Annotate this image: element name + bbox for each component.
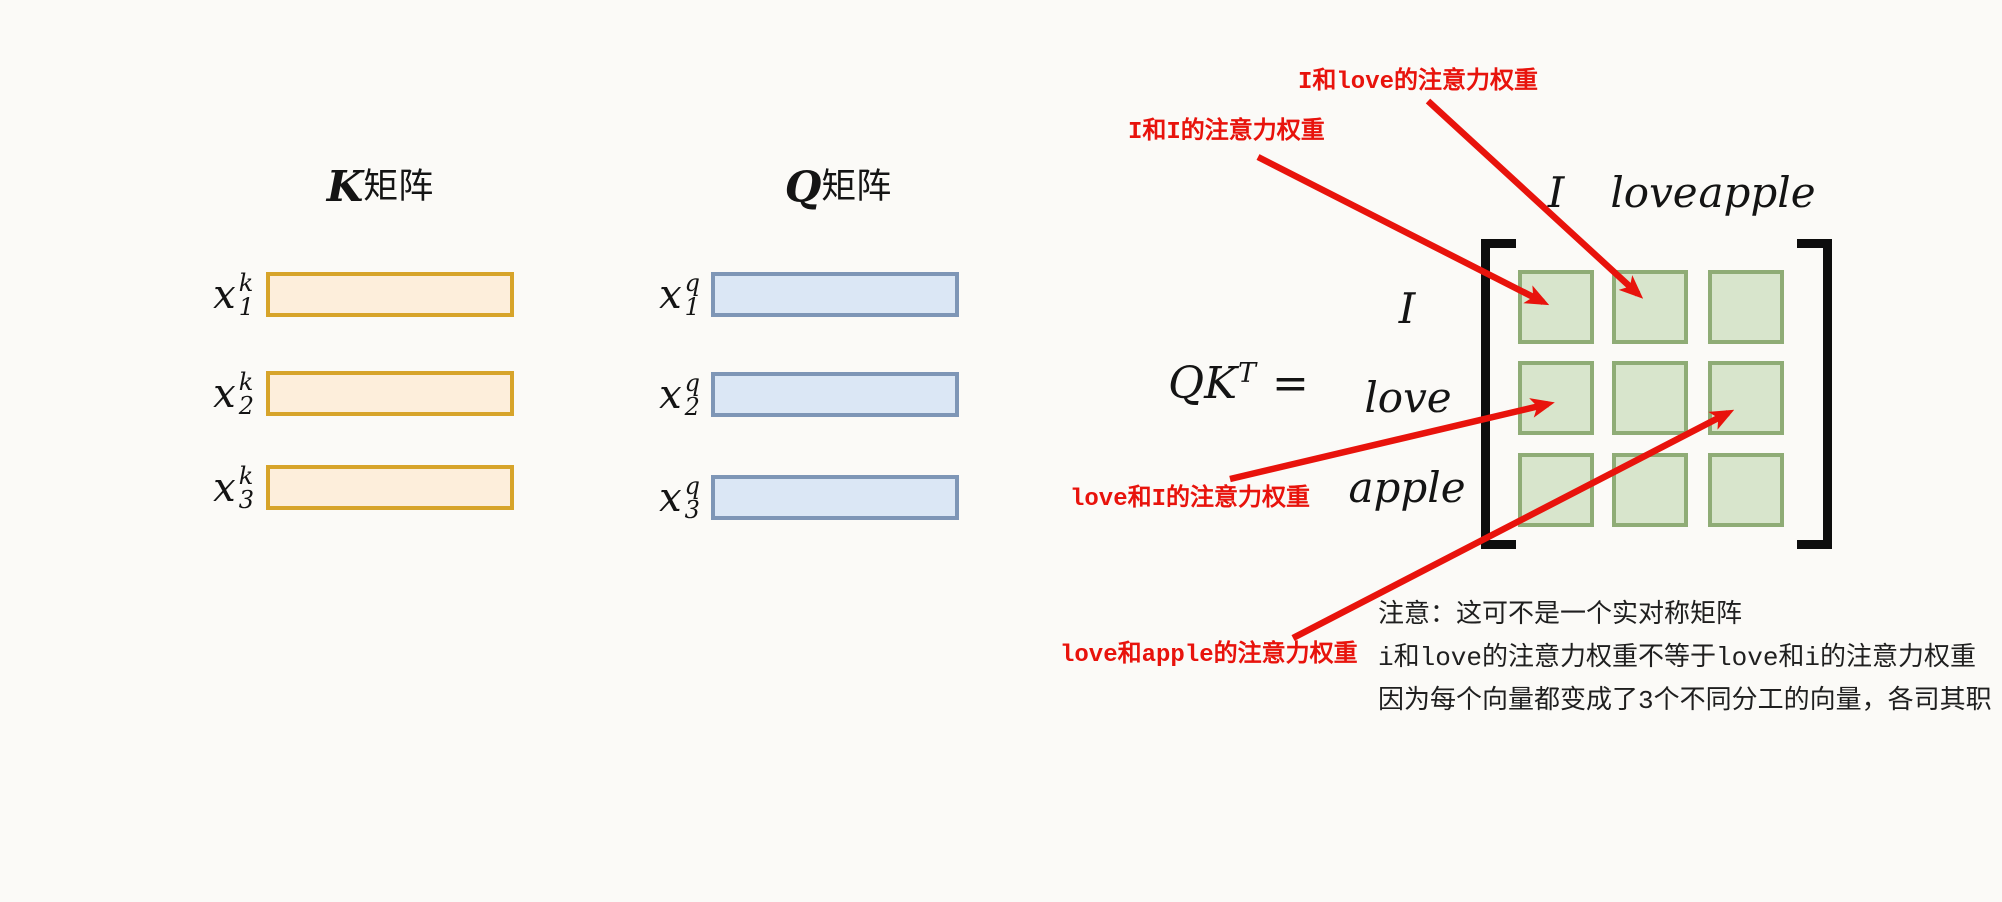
attention-cell-r1c2 xyxy=(1612,270,1688,344)
q-matrix-title: Q矩阵 xyxy=(785,166,892,208)
q-vector-bar-1 xyxy=(711,272,959,317)
note-line-1: 注意：这可不是一个实对称矩阵 xyxy=(1378,600,1743,630)
k-matrix-title: K矩阵 xyxy=(327,166,434,208)
annotation-i-i: I和I的注意力权重 xyxy=(1128,119,1325,146)
note-line-3: 因为每个向量都变成了3个不同分工的向量，各司其职 xyxy=(1378,686,1992,716)
qkt-equation: QKT= xyxy=(1168,358,1309,409)
q-vector-bar-3 xyxy=(711,475,959,520)
annotation-love-i: love和I的注意力权重 xyxy=(1070,486,1311,513)
k-vector-bar-1 xyxy=(266,272,514,317)
k-vector-bar-3 xyxy=(266,465,514,510)
arrow-i-love xyxy=(1425,98,1644,299)
column-header-apple: apple xyxy=(1698,168,1816,217)
attention-cell-r3c3 xyxy=(1708,453,1784,527)
left-bracket xyxy=(1481,239,1516,549)
column-header-I: I xyxy=(1547,168,1565,217)
column-header-love: love xyxy=(1610,168,1698,217)
k-vector-bar-2 xyxy=(266,371,514,416)
notes-block: 注意：这可不是一个实对称矩阵 i和love的注意力权重不等于love和i的注意力… xyxy=(1378,594,1992,723)
note-line-2: i和love的注意力权重不等于love和i的注意力权重 xyxy=(1378,643,1977,673)
k-title-cjk: 矩阵 xyxy=(363,167,434,206)
annotation-i-love: I和love的注意力权重 xyxy=(1298,69,1539,96)
q-vector-bar-2 xyxy=(711,372,959,417)
attention-cell-r1c3 xyxy=(1708,270,1784,344)
right-bracket xyxy=(1797,239,1832,549)
attention-cell-r2c3 xyxy=(1708,361,1784,435)
q-symbol: Q xyxy=(784,162,822,211)
q-title-cjk: 矩阵 xyxy=(821,167,892,206)
row-label-love: love xyxy=(1364,373,1452,422)
attention-cell-r1c1 xyxy=(1518,270,1594,344)
attention-cell-r3c2 xyxy=(1612,453,1688,527)
attention-cell-r2c1 xyxy=(1518,361,1594,435)
row-label-I: I xyxy=(1398,284,1416,333)
attention-cell-r3c1 xyxy=(1518,453,1594,527)
attention-cell-r2c2 xyxy=(1612,361,1688,435)
annotation-love-apple: love和apple的注意力权重 xyxy=(1060,642,1358,669)
k-symbol: K xyxy=(326,162,364,211)
row-label-apple: apple xyxy=(1348,463,1466,512)
